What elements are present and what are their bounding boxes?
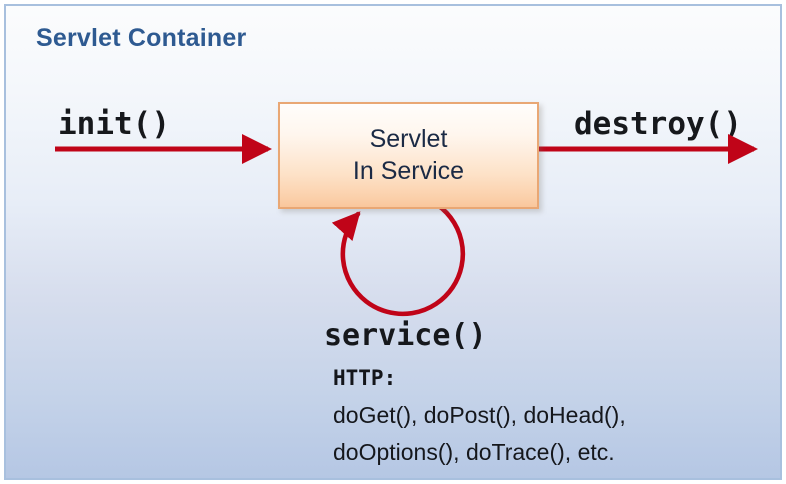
servlet-box-line-2: In Service — [352, 156, 465, 185]
http-heading-label: HTTP: — [333, 366, 397, 390]
servlet-in-service-box[interactable]: Servlet In Service — [278, 102, 539, 209]
http-methods-line-2: doOptions(), doTrace(), etc. — [333, 439, 615, 465]
service-method-label: service() — [324, 318, 487, 353]
destroy-method-label: destroy() — [574, 106, 742, 142]
page-title: Servlet Container — [36, 24, 247, 52]
servlet-container-frame: Servlet Container Servlet — [4, 4, 782, 480]
servlet-box-line-1: Servlet — [369, 125, 448, 153]
service-loop-arrow — [331, 199, 466, 317]
init-method-label: init() — [58, 106, 170, 142]
http-methods-line-1: doGet(), doPost(), doHead(), — [333, 402, 626, 428]
